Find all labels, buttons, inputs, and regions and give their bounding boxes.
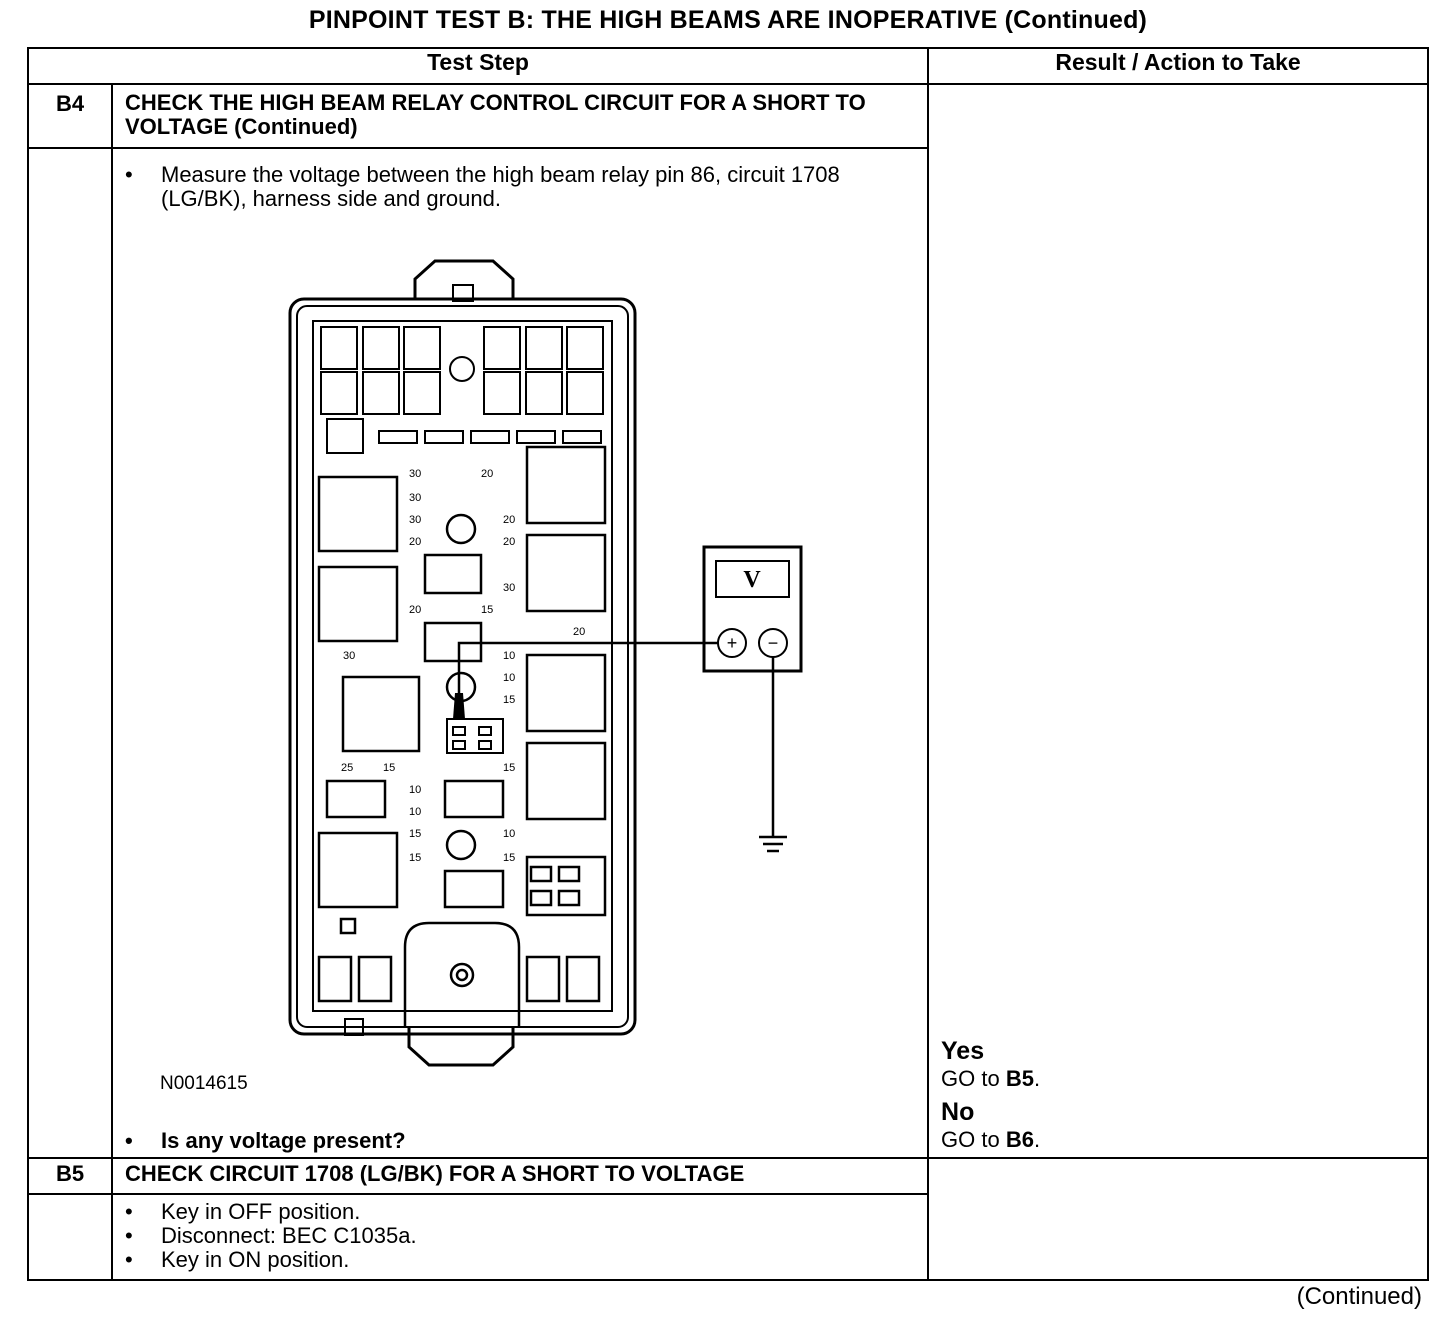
step-b5-title-row: B5 CHECK CIRCUIT 1708 (LG/BK) FOR A SHOR…	[27, 1157, 1430, 1281]
step-b4-title-row: B4 CHECK THE HIGH BEAM RELAY CONTROL CIR…	[27, 83, 1430, 1159]
page-title: PINPOINT TEST B: THE HIGH BEAMS ARE INOP…	[308, 6, 1148, 34]
yes-label: Yes	[941, 1037, 985, 1065]
step-id: B4	[27, 83, 113, 149]
ground-icon	[759, 835, 787, 853]
step-b5-content-row: Key in OFF position. Disconnect: BEC C10…	[27, 1193, 1428, 1281]
yes-action: GO to B5.	[941, 1066, 1041, 1091]
fuse-rating: 30	[409, 514, 421, 526]
fuse-rating: 10	[409, 806, 421, 818]
figure-id: N0014615	[160, 1073, 248, 1094]
step-title: CHECK THE HIGH BEAM RELAY CONTROL CIRCUI…	[110, 83, 930, 149]
fuse-rating: 15	[409, 828, 421, 840]
pinpoint-test-table: Test Step Result / Action to Take B4 CHE…	[26, 47, 1430, 1281]
result-block: Yes GO to B5. No GO to B6.	[941, 1037, 1411, 1153]
step-title: CHECK CIRCUIT 1708 (LG/BK) FOR A SHORT T…	[110, 1157, 930, 1195]
relay-block	[317, 445, 607, 917]
yes-target: B5	[1005, 1066, 1034, 1091]
fuse-rating: 30	[409, 492, 421, 504]
fuse-rating: 25	[341, 762, 353, 774]
no-action: GO to B6.	[941, 1127, 1041, 1152]
fuse-rating: 30	[409, 468, 421, 480]
fuse-rating: 10	[503, 672, 515, 684]
step-b4-content-row: Measure the voltage between the high bea…	[27, 147, 1428, 1159]
fuse-rating: 10	[503, 650, 515, 662]
fuse-rating: 15	[481, 604, 493, 616]
no-label: No	[941, 1098, 975, 1126]
fuse-rating: 10	[409, 784, 421, 796]
instruction-item: Key in OFF position.	[113, 1200, 927, 1225]
step-content: Key in OFF position. Disconnect: BEC C10…	[110, 1193, 930, 1281]
fuse-box-diagram: 30 20 30 30 20 20 20 30 20 15 20 30 10 1…	[288, 259, 803, 1067]
fuse-rating: 15	[503, 694, 515, 706]
svg-text:+: +	[727, 633, 738, 653]
meter-symbol: V	[743, 567, 761, 593]
step-content: Measure the voltage between the high bea…	[110, 147, 930, 1159]
fuse-rating: 30	[343, 650, 355, 662]
fuse-rating: 20	[409, 536, 421, 548]
result-cell: Yes GO to B5. No GO to B6.	[927, 83, 1430, 1159]
instruction-item: Measure the voltage between the high bea…	[113, 163, 897, 211]
result-header: Result / Action to Take	[927, 47, 1430, 85]
fuse-rating: 20	[409, 604, 421, 616]
step-id: B5	[27, 1157, 113, 1195]
fuse-rating: 20	[503, 536, 515, 548]
instruction-item: Disconnect: BEC C1035a.	[113, 1224, 927, 1249]
fuse-rating: 20	[503, 514, 515, 526]
svg-text:−: −	[768, 633, 779, 653]
fuse-rating: 15	[383, 762, 395, 774]
fuse-rating: 30	[503, 582, 515, 594]
question-item: Is any voltage present?	[113, 1129, 927, 1154]
fuse-rating: 20	[573, 626, 585, 638]
instruction-item: Key in ON position.	[113, 1248, 927, 1273]
fuse-rating: 20	[481, 468, 493, 480]
fuse-rating: 10	[503, 828, 515, 840]
mini-fuse-row	[320, 326, 604, 454]
header-row: Test Step Result / Action to Take	[26, 47, 1430, 85]
voltmeter: V + −	[702, 545, 803, 673]
test-step-header: Test Step	[26, 47, 930, 85]
fuse-rating: 15	[503, 762, 515, 774]
fuse-rating: 15	[503, 852, 515, 864]
fuse-rating: 15	[409, 852, 421, 864]
no-target: B6	[1005, 1127, 1034, 1152]
continued-note: (Continued)	[1296, 1283, 1422, 1310]
